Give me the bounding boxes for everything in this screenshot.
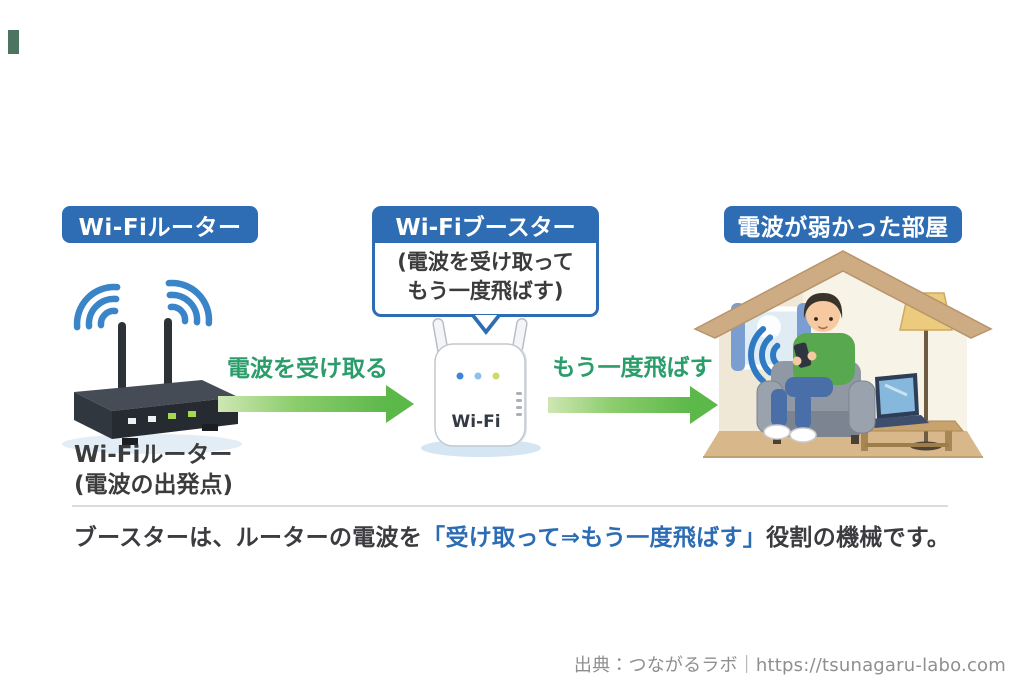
boy-shoe-right [789,427,817,443]
router-caption-line2: (電波の出発点) [74,472,234,499]
receive-arrow-label: 電波を受け取る [227,356,388,382]
boy-hand-left [792,356,802,366]
booster-vent-icon [516,392,522,416]
resend-arrow-head-icon [690,386,718,424]
roof [693,250,993,339]
router-label-badge: Wi-Fiルーター [62,206,258,243]
laptop [869,373,929,428]
room-label-badge: 電波が弱かった部屋 [724,206,962,243]
wifi-signal-icon [748,326,781,384]
receive-arrow-head-icon [386,385,414,423]
receive-arrow [218,396,386,412]
booster-device-label: Wi-Fi [451,412,500,432]
router-caption-line1: Wi-Fiルーター [74,442,233,468]
wifi-waves-left-icon [73,283,121,331]
booster-label-badge: Wi-Fiブースター [372,206,599,243]
house-illustration [693,250,993,458]
boy-with-phone [792,293,855,385]
divider-line [72,505,948,507]
boy-shirt [793,333,855,385]
wifi-waves-right-icon [165,279,213,327]
router-device [74,318,238,445]
booster-bubble-line2: もう一度飛ばす) [407,278,564,303]
booster-bubble-line1: (電波を受け取って [397,250,574,274]
boy-hand-right [807,351,817,361]
router-caption: Wi-Fiルーター (電波の出発点) [74,440,233,501]
boy-legs [763,377,833,443]
summary-text: ブースターは、ルーターの電波を「受け取って⇒もう一度飛ばす」役割の機械です。 [0,518,1024,552]
booster-speech-bubble: Wi-Fiブースター (電波を受け取って もう一度飛ばす) [372,206,599,335]
booster-device: Wi-Fi [432,318,528,447]
summary-suffix: 役割の機械です。 [766,525,951,551]
boy-head [806,298,840,332]
booster-bubble-text: (電波を受け取って もう一度飛ばす) [372,243,599,317]
summary-prefix: ブースターは、ルーターの電波を [73,525,423,551]
router-shadow [62,434,242,454]
booster-illustration: Wi-Fi [421,318,541,457]
router-illustration [62,279,242,454]
boy-shoe-left [763,424,791,440]
resend-arrow [548,397,690,413]
resend-arrow-label: もう一度飛ばす [552,355,713,381]
router-led-lights [128,411,196,424]
attribution-text: 出典：つながるラボ｜https://tsunagaru-labo.com [573,655,1006,676]
boy-hair [803,293,843,319]
bubble-tail-fill [474,314,497,329]
summary-highlight: 「受け取って⇒もう一度飛ばす」 [422,525,767,551]
corner-artifact [8,30,19,54]
booster-led-lights [456,372,500,380]
